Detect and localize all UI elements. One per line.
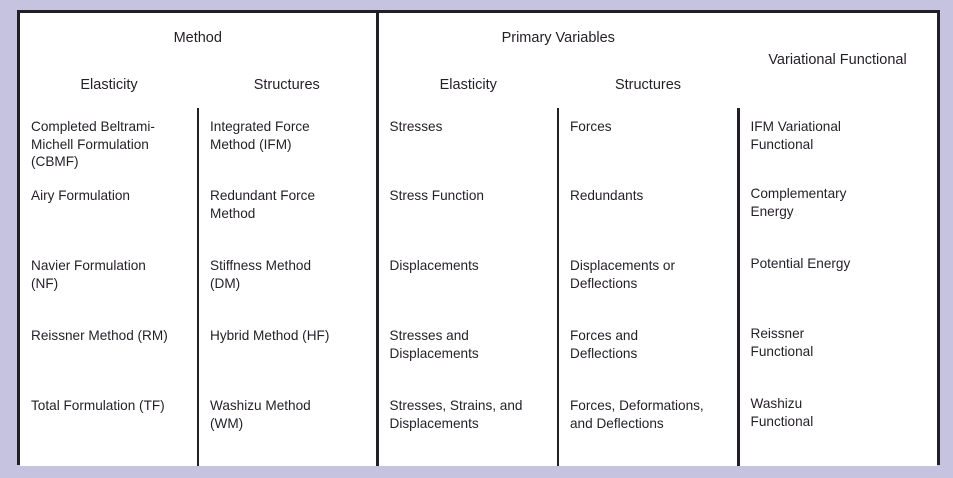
cell-text: Stresses and Displacements (389, 328, 479, 361)
cell-text: Potential Energy (750, 256, 851, 271)
cell-text: Navier Formulation (NF) (31, 258, 146, 291)
cell-variational-functional: Complementary Energy (738, 178, 938, 248)
header-sub-method-elasticity: Elasticity (20, 62, 198, 108)
table-row: Airy Formulation Redundant Force Method … (20, 178, 938, 248)
cell-text: Completed Beltrami- Michell Formulation … (31, 119, 155, 170)
cell-text: Reissner Method (RM) (31, 328, 168, 343)
header-sub-pv-elasticity: Elasticity (377, 62, 558, 108)
cell-method-elasticity: Airy Formulation (20, 178, 199, 248)
comparison-table-container: Method Primary Variables Variational Fun… (17, 10, 940, 466)
header-subgroup-row: Elasticity Structures Elasticity Structu… (20, 62, 937, 108)
table-header: Method Primary Variables Variational Fun… (20, 13, 938, 108)
cell-text: Forces and Deflections (570, 328, 639, 361)
cell-method-structures: Washizu Method (WM) (198, 388, 379, 466)
cell-pv-structures: Displacements or Deflections (558, 248, 740, 318)
cell-pv-structures: Redundants (558, 178, 740, 248)
table-row: Completed Beltrami- Michell Formulation … (20, 108, 938, 178)
cell-pv-elasticity: Stresses and Displacements (377, 318, 559, 388)
header-sub-method-structures: Structures (198, 62, 379, 108)
cell-text: Reissner Functional (750, 326, 814, 359)
cell-pv-structures: Forces (558, 108, 740, 178)
cell-text: Complementary Energy (750, 186, 847, 219)
cell-pv-structures: Forces and Deflections (558, 318, 740, 388)
cell-text: Stresses, Strains, and Displacements (389, 398, 523, 431)
cell-text: Hybrid Method (HF) (210, 328, 330, 343)
cell-method-structures: Redundant Force Method (198, 178, 379, 248)
cell-method-elasticity: Total Formulation (TF) (20, 388, 199, 466)
cell-text: Washizu Method (WM) (210, 398, 311, 431)
header-group-primary-variables: Primary Variables (377, 13, 739, 62)
cell-text: Redundants (570, 188, 644, 203)
cell-pv-elasticity: Stresses, Strains, and Displacements (377, 388, 559, 466)
cell-pv-elasticity: Stress Function (377, 178, 559, 248)
cell-text: Stiffness Method (DM) (210, 258, 312, 291)
cell-variational-functional: Potential Energy (738, 248, 938, 318)
cell-pv-elasticity: Stresses (377, 108, 559, 178)
cell-text: Stress Function (389, 188, 484, 203)
cell-method-structures: Integrated Force Method (IFM) (198, 108, 379, 178)
cell-text: Stresses (389, 119, 443, 134)
table-row: Navier Formulation (NF) Stiffness Method… (20, 248, 938, 318)
header-group-method: Method (20, 13, 379, 62)
cell-text: Redundant Force Method (210, 188, 316, 221)
cell-text: Displacements or Deflections (570, 258, 676, 291)
cell-text: Forces (570, 119, 612, 134)
cell-method-structures: Stiffness Method (DM) (198, 248, 379, 318)
cell-method-elasticity: Completed Beltrami- Michell Formulation … (20, 108, 199, 178)
cell-method-elasticity: Reissner Method (RM) (20, 318, 199, 388)
cell-text: Airy Formulation (31, 188, 130, 203)
cell-variational-functional: Washizu Functional (738, 388, 938, 466)
cell-variational-functional: IFM Variational Functional (738, 108, 938, 178)
methods-comparison-table: Method Primary Variables Variational Fun… (20, 13, 938, 466)
cell-text: Total Formulation (TF) (31, 398, 165, 413)
table-row: Total Formulation (TF) Washizu Method (W… (20, 388, 938, 466)
cell-method-structures: Hybrid Method (HF) (198, 318, 379, 388)
cell-pv-elasticity: Displacements (377, 248, 559, 318)
table-row: Reissner Method (RM) Hybrid Method (HF) … (20, 318, 938, 388)
cell-pv-structures: Forces, Deformations, and Deflections (558, 388, 740, 466)
cell-text: Integrated Force Method (IFM) (210, 119, 310, 152)
table-body: Completed Beltrami- Michell Formulation … (20, 108, 938, 466)
cell-text: Displacements (389, 258, 479, 273)
cell-variational-functional: Reissner Functional (738, 318, 938, 388)
cell-text: Forces, Deformations, and Deflections (570, 398, 704, 431)
header-sub-pv-structures: Structures (558, 62, 739, 108)
cell-method-elasticity: Navier Formulation (NF) (20, 248, 199, 318)
header-group-row: Method Primary Variables Variational Fun… (20, 13, 938, 108)
cell-text: IFM Variational Functional (750, 119, 841, 152)
cell-text: Washizu Functional (750, 396, 814, 429)
header-variational-functional: Variational Functional (738, 13, 938, 108)
